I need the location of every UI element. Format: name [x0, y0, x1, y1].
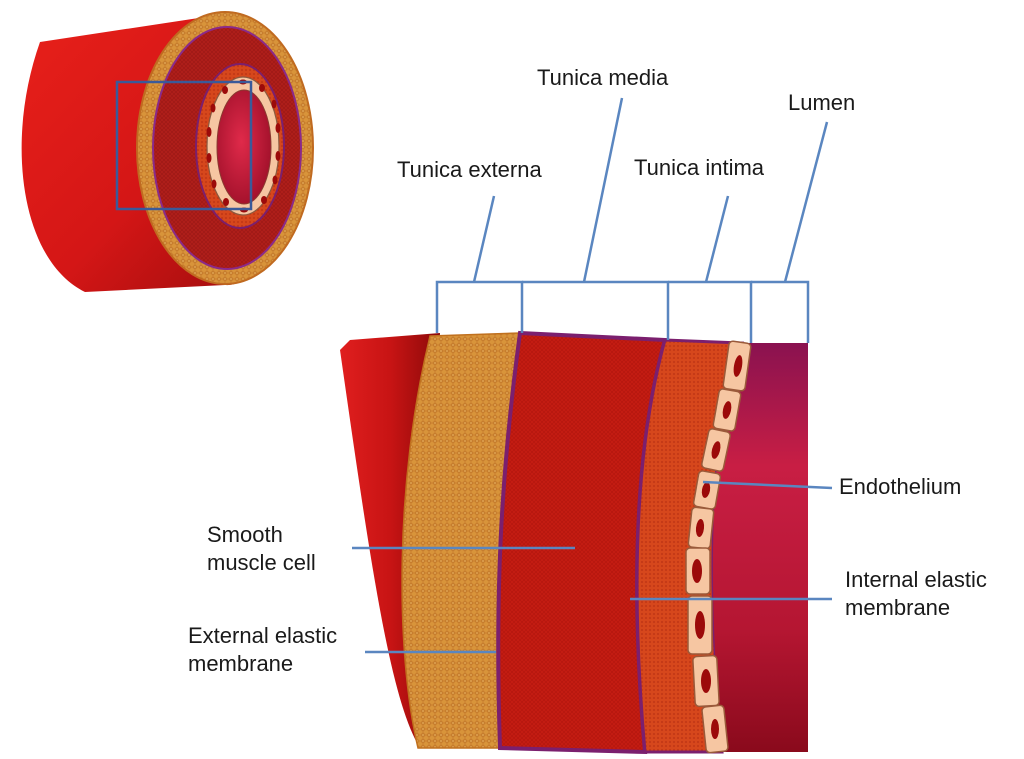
- label-internal-elastic-line2: membrane: [845, 594, 987, 622]
- label-tunica-media: Tunica media: [537, 64, 668, 92]
- lumen-round: [217, 90, 271, 204]
- label-external-elastic-line2: membrane: [188, 650, 337, 678]
- bracket-tunica-externa: [437, 282, 522, 333]
- label-endothelium: Endothelium: [839, 473, 961, 501]
- leader-lumen: [785, 122, 827, 282]
- label-internal-elastic-membrane: Internal elastic membrane: [845, 566, 987, 622]
- label-smooth-muscle-cell: Smooth muscle cell: [207, 521, 316, 577]
- label-internal-elastic-line1: Internal elastic: [845, 566, 987, 594]
- artery-cross-section: [22, 12, 313, 292]
- label-external-elastic-membrane: External elastic membrane: [188, 622, 337, 678]
- leader-tunica-externa: [474, 196, 494, 282]
- bracket-lumen: [751, 282, 808, 343]
- artery-wall-slice: [340, 333, 808, 753]
- leader-tunica-intima: [706, 196, 728, 282]
- bracket-tunica-media: [522, 282, 668, 340]
- label-smooth-muscle-cell-line2: muscle cell: [207, 549, 316, 577]
- leader-tunica-media: [584, 98, 622, 282]
- label-external-elastic-line1: External elastic: [188, 622, 337, 650]
- label-smooth-muscle-cell-line1: Smooth: [207, 521, 316, 549]
- bracket-tunica-intima: [668, 282, 751, 343]
- label-tunica-intima: Tunica intima: [634, 154, 764, 182]
- label-tunica-externa: Tunica externa: [397, 156, 542, 184]
- label-lumen: Lumen: [788, 89, 855, 117]
